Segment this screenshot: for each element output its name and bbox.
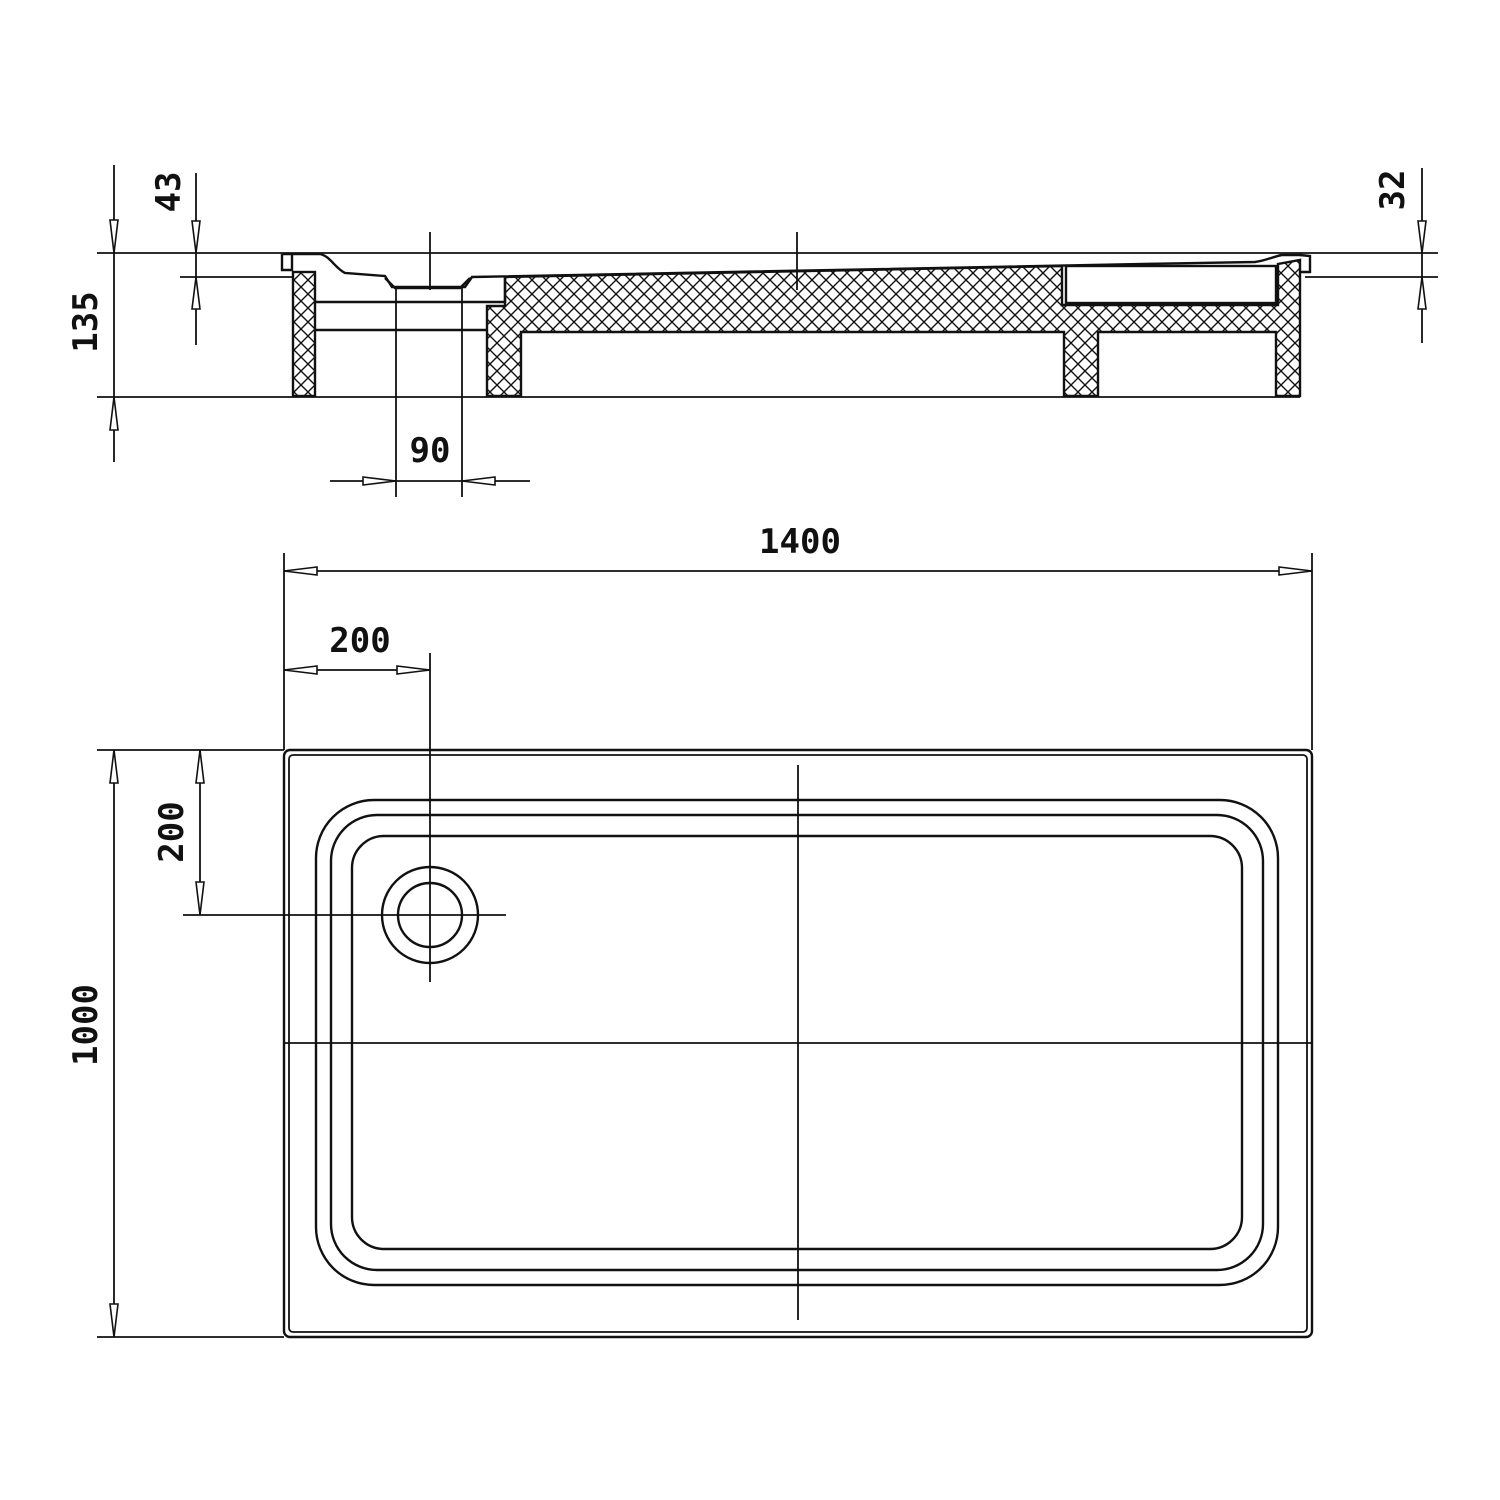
arrow-icon (283, 665, 318, 675)
height-dimension: 135 (66, 165, 119, 462)
arrow-icon (191, 220, 201, 254)
height-dimension-label: 135 (66, 291, 106, 352)
length-dimension: 1400 (283, 522, 1313, 576)
arrow-icon (461, 476, 496, 486)
drain-offset-x-dimension: 200 (283, 621, 431, 675)
width-dimension: 1000 (66, 749, 119, 1338)
support-block-hatched (485, 258, 1302, 398)
arrow-icon (396, 665, 431, 675)
left-support-wall (291, 270, 317, 398)
arrow-icon (1417, 276, 1427, 310)
drain-dimension: 90 (330, 431, 530, 486)
arrow-icon (191, 276, 201, 310)
drain-cavity-lines (315, 277, 507, 332)
rim-left-dimension: 43 (149, 172, 201, 345)
width-dimension-label: 1000 (66, 984, 106, 1066)
rim-right-dimension-label: 32 (1373, 170, 1413, 211)
arrow-icon (1278, 566, 1313, 576)
arrow-icon (109, 219, 119, 254)
drain-recess (384, 277, 471, 290)
arrow-icon (109, 749, 119, 784)
arrow-icon (1417, 220, 1427, 254)
arrow-icon (195, 749, 205, 784)
right-rim-lip (1299, 253, 1312, 274)
drain-offset-x-label: 200 (329, 621, 390, 661)
right-pocket (1064, 264, 1278, 305)
side-view: 135 43 32 90 (66, 165, 1438, 497)
top-view: 1400 200 1000 200 (66, 522, 1314, 1339)
length-dimension-label: 1400 (759, 522, 841, 562)
tray-top-surface (282, 252, 1302, 289)
arrow-icon (283, 566, 318, 576)
drain-dimension-label: 90 (410, 431, 451, 471)
rim-left-dimension-label: 43 (149, 172, 189, 213)
arrow-icon (195, 881, 205, 916)
drain-offset-y-dimension: 200 (152, 749, 205, 916)
rim-right-dimension: 32 (1373, 168, 1427, 343)
drain-offset-y-label: 200 (152, 801, 192, 862)
arrow-icon (109, 1303, 119, 1338)
arrow-icon (109, 396, 119, 431)
arrow-icon (362, 476, 397, 486)
left-rim-lip (280, 254, 294, 272)
